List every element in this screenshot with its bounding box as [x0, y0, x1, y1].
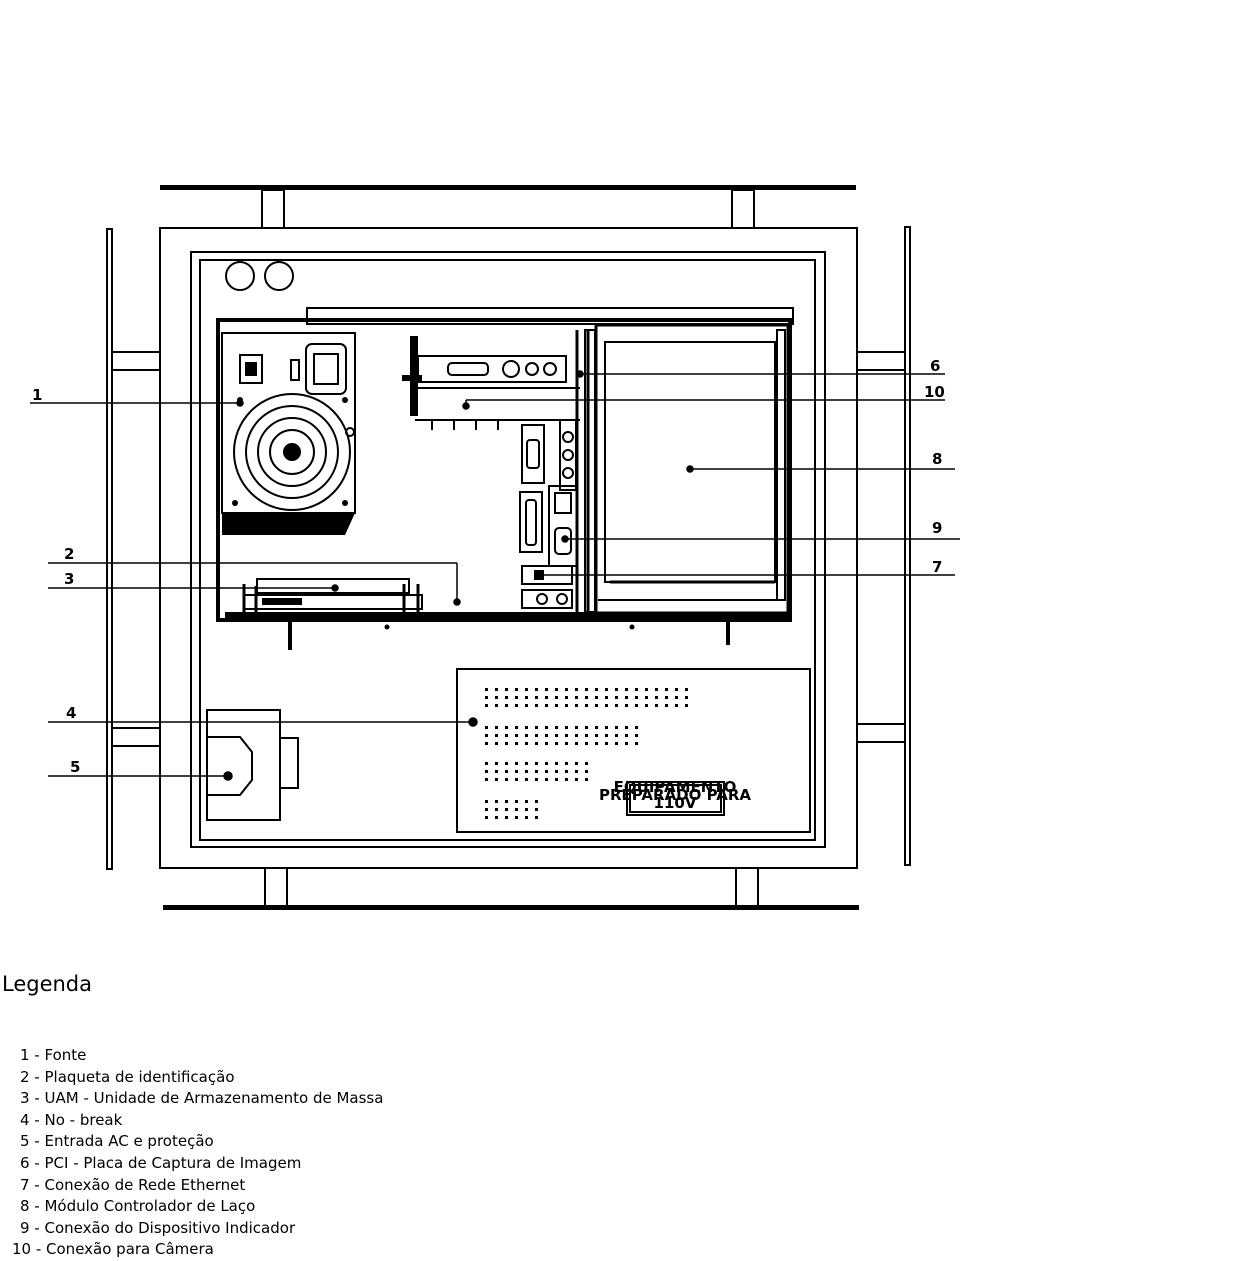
voltage-plate-line-3: 110V: [654, 794, 697, 812]
callout-2: 2: [64, 545, 74, 563]
top-bar: [306, 307, 794, 325]
callout-3: 3: [64, 570, 74, 588]
callout-7: 7: [932, 558, 942, 576]
legend-item: 10 - Conexão para Câmera: [12, 1240, 214, 1259]
callout-4: 4: [66, 704, 76, 722]
legend-item: 9 - Conexão do Dispositivo Indicador: [20, 1218, 296, 1237]
legend-item: 1 - Fonte: [20, 1046, 87, 1064]
callout-1: 1: [32, 386, 42, 404]
legend-item: 4 - No - break: [20, 1110, 123, 1129]
callout-9: 9: [932, 519, 942, 537]
callout-10: 10: [924, 383, 945, 401]
voltage-plate-line-2: PREPARADO PARA: [599, 786, 751, 804]
cable-holes: [225, 261, 294, 291]
voltage-plate: EQUIPAMENTO PREPARADO PARA 110V: [599, 778, 751, 816]
cabinet-diagram: EQUIPAMENTO PREPARADO PARA 110V: [30, 185, 960, 910]
voltage-plate-line-1: EQUIPAMENTO: [614, 778, 737, 796]
legend-item: 2 - Plaqueta de identificação: [20, 1067, 235, 1086]
legend-item: 5 - Entrada AC e proteção: [20, 1132, 214, 1151]
legend-item: 6 - PCI - Placa de Captura de Imagem: [20, 1153, 302, 1172]
callout-6: 6: [930, 357, 940, 375]
io-connectors: [519, 330, 590, 612]
cabinet-enclosure: [159, 227, 858, 869]
legend-item: 8 - Módulo Controlador de Laço: [20, 1197, 256, 1216]
storage-unit: [242, 578, 423, 612]
callout-8: 8: [932, 450, 942, 468]
power-supply: [221, 332, 356, 535]
ups-unit: EQUIPAMENTO PREPARADO PARA 110V: [456, 668, 811, 833]
fan-icon: [233, 393, 351, 511]
legend-item: 3 - UAM - Unidade de Armazenamento de Ma…: [20, 1089, 384, 1108]
capture-card: [402, 336, 580, 430]
callout-5: 5: [70, 758, 80, 776]
mounting-rails: [106, 185, 911, 910]
legend-list: 1 - Fonte 2 - Plaqueta de identificação …: [12, 1045, 384, 1261]
legend-title: Legenda: [2, 972, 93, 996]
ac-input: [206, 709, 299, 821]
chassis: [216, 318, 792, 650]
legend-item: 7 - Conexão de Rede Ethernet: [20, 1175, 246, 1194]
ups-vent-holes: [485, 688, 688, 819]
callout-leaders: [30, 370, 960, 781]
callout-numbers: 1 2 3 4 5 6 10 8 9 7: [32, 357, 945, 776]
